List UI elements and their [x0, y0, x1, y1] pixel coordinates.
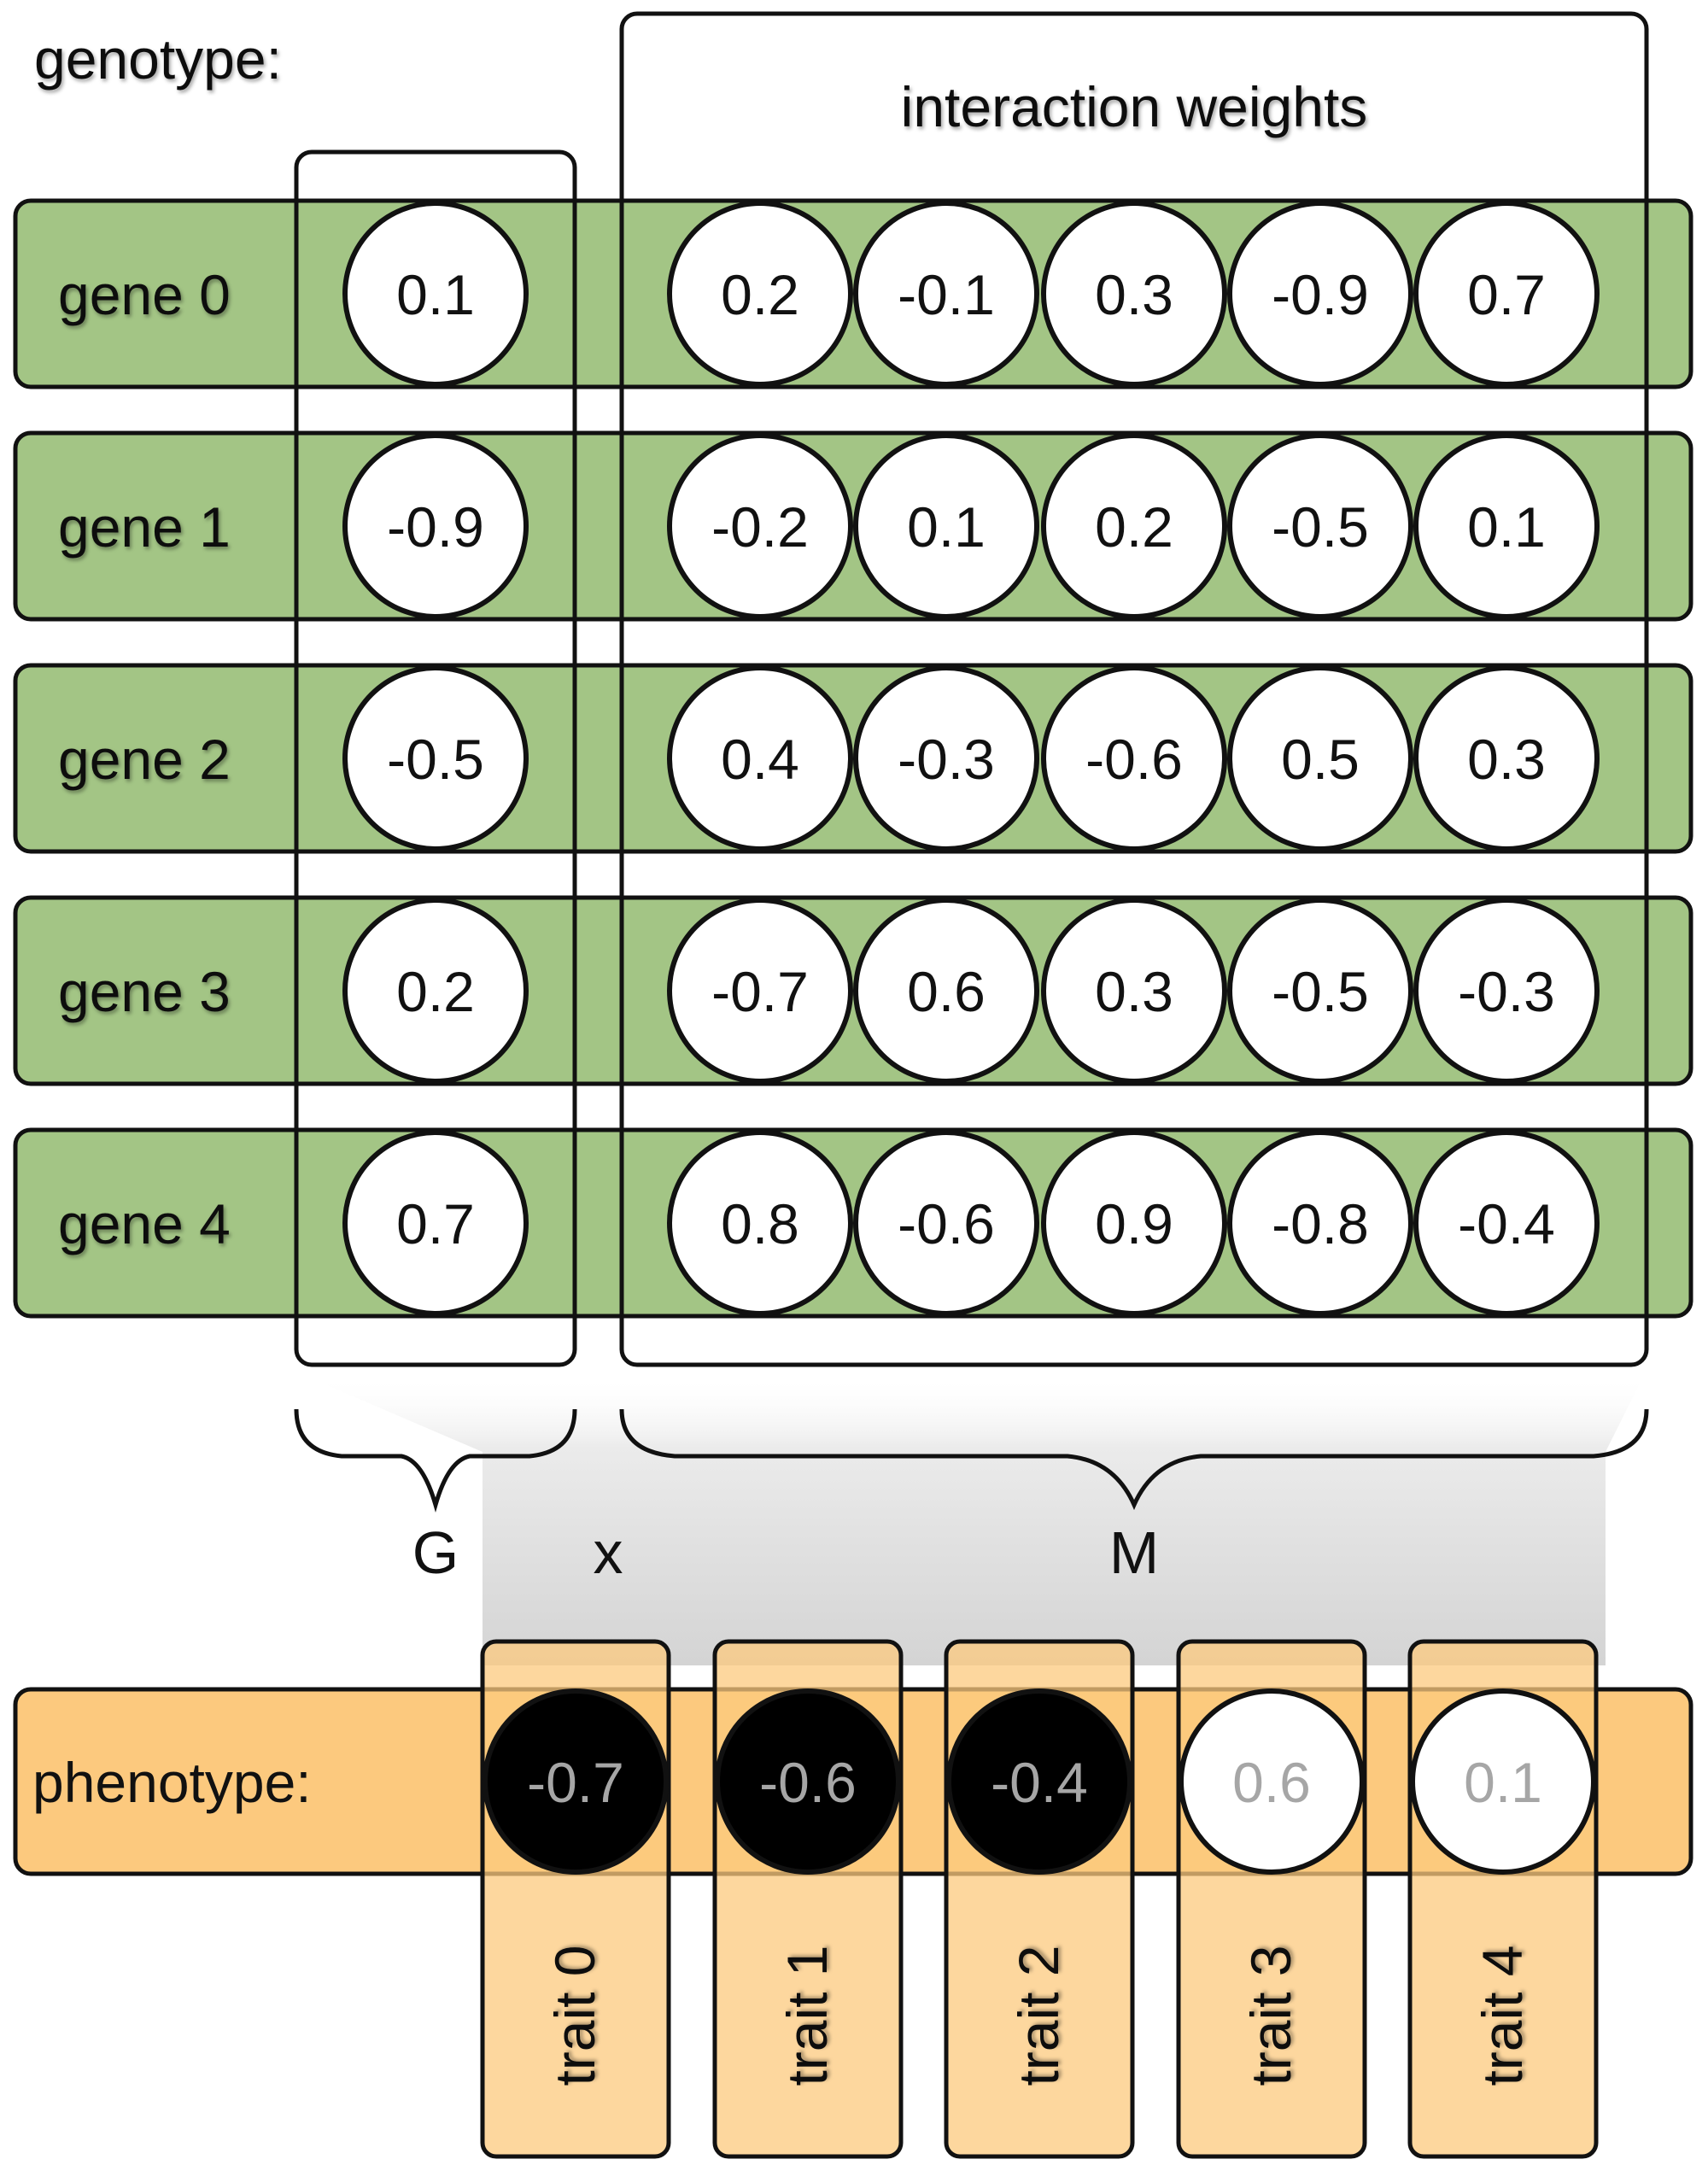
m-weight-circle [853, 201, 1039, 387]
m-weight-text: 0.3 [1095, 263, 1173, 326]
gene-label: gene 0 [58, 263, 231, 326]
phenotype-value-circle [1410, 1688, 1596, 1875]
formula-times: x [594, 1519, 623, 1586]
m-weight-text: -0.2 [711, 495, 809, 559]
g-value-text: -0.9 [387, 495, 484, 559]
g-value-text: 0.7 [396, 1192, 475, 1255]
trait-label: trait 2 [1007, 1945, 1070, 2086]
m-weight-circle [1413, 665, 1600, 851]
gene-label: gene 3 [58, 960, 231, 1023]
m-weight-text: 0.6 [907, 960, 986, 1023]
m-weight-text: 0.5 [1281, 728, 1360, 791]
phenotype-value-circle [483, 1688, 669, 1875]
m-weight-text: -0.3 [1458, 960, 1555, 1023]
m-weight-text: -0.5 [1272, 495, 1369, 559]
gene-label: gene 2 [58, 728, 231, 791]
m-weight-circle [1413, 1130, 1600, 1316]
m-weight-text: 0.3 [1095, 960, 1173, 1023]
m-weight-circle [1041, 201, 1227, 387]
m-weight-text: 0.2 [1095, 495, 1173, 559]
phenotype-value-circle [1179, 1688, 1365, 1875]
m-weight-circle [1227, 201, 1413, 387]
m-weight-text: 0.1 [1467, 495, 1546, 559]
m-weight-circle [667, 898, 853, 1084]
g-brace [294, 1408, 577, 1513]
m-weight-circle [1227, 665, 1413, 851]
gene-label: gene 4 [58, 1192, 231, 1255]
m-weight-circle [853, 665, 1039, 851]
phenotype-value-text: -0.7 [527, 1751, 624, 1814]
trait-label: trait 0 [543, 1945, 606, 2086]
m-weight-circle [1227, 898, 1413, 1084]
phenotype-value-circle [715, 1688, 901, 1875]
interaction-weights-box [619, 11, 1649, 1367]
m-weight-text: 0.4 [721, 728, 799, 791]
phenotype-value-text: 0.1 [1464, 1751, 1542, 1814]
m-weight-circle [1227, 1130, 1413, 1316]
m-weight-text: 0.7 [1467, 263, 1546, 326]
m-weight-text: 0.3 [1467, 728, 1546, 791]
m-weight-circle [1413, 433, 1600, 619]
m-weight-text: 0.9 [1095, 1192, 1173, 1255]
m-brace [619, 1408, 1649, 1511]
m-weight-text: -0.6 [898, 1192, 995, 1255]
g-value-circle [342, 898, 529, 1084]
m-weight-circle [667, 1130, 853, 1316]
m-weight-text: -0.8 [1272, 1192, 1369, 1255]
interaction-weights-label: interaction weights [901, 75, 1368, 138]
gene-label: gene 1 [58, 495, 231, 559]
m-weight-circle [1041, 665, 1227, 851]
m-weight-text: -0.4 [1458, 1192, 1555, 1255]
genotype-label: genotype: [34, 27, 282, 91]
phenotype-value-text: 0.6 [1232, 1751, 1311, 1814]
projection-shade [303, 1375, 1644, 1665]
m-weight-text: 0.8 [721, 1192, 799, 1255]
m-weight-circle [1413, 201, 1600, 387]
m-weight-text: 0.1 [907, 495, 986, 559]
g-value-circle [342, 201, 529, 387]
m-weight-text: -0.1 [898, 263, 995, 326]
trait-label: trait 3 [1239, 1945, 1302, 2086]
g-value-text: 0.1 [396, 263, 475, 326]
m-weight-circle [853, 433, 1039, 619]
m-weight-circle [853, 898, 1039, 1084]
m-weight-circle [1227, 433, 1413, 619]
phenotype-section: phenotype: -0.7 trait 0 -0.6 trait 1 -0.4 trai… [13, 1639, 1693, 2159]
m-weight-text: 0.2 [721, 263, 799, 326]
phenotype-value-text: -0.6 [759, 1751, 857, 1814]
m-weight-text: -0.3 [898, 728, 995, 791]
m-weight-circle [1041, 898, 1227, 1084]
m-weight-text: -0.5 [1272, 960, 1369, 1023]
m-weight-circle [1413, 898, 1600, 1084]
phenotype-label: phenotype: [32, 1751, 312, 1814]
g-value-text: 0.2 [396, 960, 475, 1023]
m-weight-text: -0.7 [711, 960, 809, 1023]
g-value-circle [342, 665, 529, 851]
m-weight-text: -0.6 [1085, 728, 1183, 791]
m-weight-circle [1041, 433, 1227, 619]
phenotype-value-text: -0.4 [991, 1751, 1088, 1814]
m-weight-circle [667, 433, 853, 619]
formula-g: G [412, 1519, 459, 1586]
trait-label: trait 4 [1471, 1945, 1534, 2086]
phenotype-value-circle [946, 1688, 1132, 1875]
m-weight-circle [853, 1130, 1039, 1316]
trait-label: trait 1 [775, 1945, 839, 2086]
g-value-circle [342, 433, 529, 619]
m-weight-circle [1041, 1130, 1227, 1316]
m-weight-circle [667, 201, 853, 387]
gene-circles: gene 0 0.1 0.2 -0.1 0.3 -0.9 0.7 gene 1 -0.9 -0.2… [58, 201, 1600, 1316]
m-weight-circle [667, 665, 853, 851]
g-value-circle [342, 1130, 529, 1316]
g-column-box [294, 149, 577, 1367]
g-value-text: -0.5 [387, 728, 484, 791]
formula-m: M [1109, 1519, 1159, 1586]
m-weight-text: -0.9 [1272, 263, 1369, 326]
